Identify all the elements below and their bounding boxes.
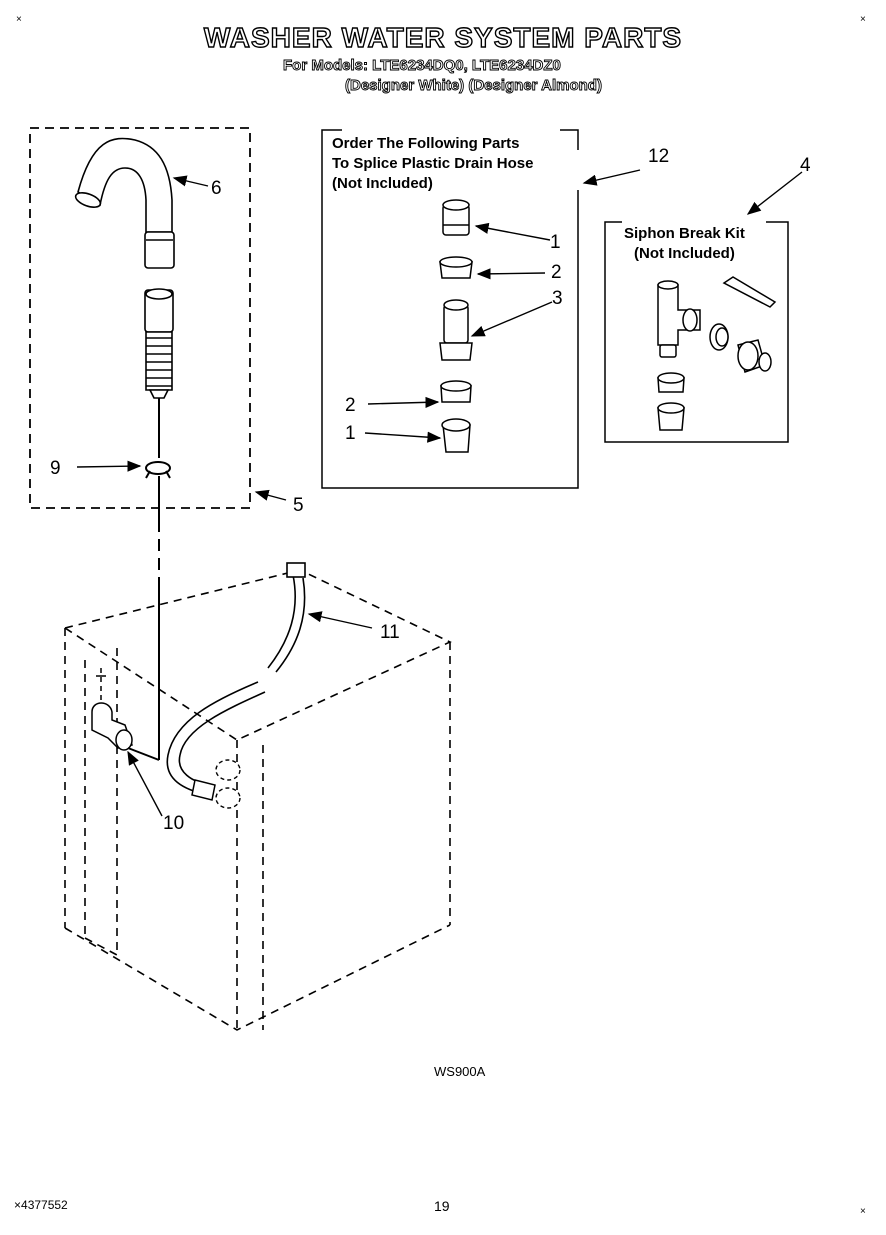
hose-clamp-part (145, 461, 171, 479)
leader-2a (476, 268, 546, 280)
callout-1a: 1 (550, 232, 561, 253)
leader-12 (582, 169, 641, 186)
page-title: WASHER WATER SYSTEM PARTS (203, 21, 683, 53)
corner-mark-bottom-right: × (860, 1206, 866, 1217)
splice-coupling-top (442, 199, 470, 236)
callout-10: 10 (163, 813, 185, 834)
part-number: 4377552 (21, 1198, 68, 1212)
siphon-ring-b (657, 372, 685, 393)
siphon-box-line1: Siphon Break Kit (624, 225, 745, 242)
water-inlet-valves (215, 759, 241, 809)
callout-2b: 2 (345, 395, 356, 416)
siphon-kit-box (604, 221, 789, 443)
splice-box-line3: (Not Included) (332, 175, 433, 192)
washer-cabinet (63, 569, 452, 1031)
designer-line: (Designer White) (Designer Almond) (345, 77, 603, 95)
splice-ring-bottom (440, 380, 472, 403)
callout-11: 11 (380, 622, 400, 643)
splice-box-line1: Order The Following Parts (332, 135, 520, 152)
hose-fitting (191, 779, 216, 801)
footer-part-number: ×4377552 (14, 1198, 68, 1212)
splice-parts-box (321, 129, 579, 489)
callout-1b: 1 (345, 423, 356, 444)
leader-5 (254, 489, 287, 501)
splice-box-line2: To Splice Plastic Drain Hose (332, 155, 534, 172)
callout-2a: 2 (551, 262, 562, 283)
splice-ring-top (439, 256, 473, 279)
splice-connector (439, 299, 473, 361)
splice-coupling-bottom (441, 418, 471, 453)
drain-hose-assembly-box (29, 127, 251, 509)
siphon-box-line2: (Not Included) (634, 245, 735, 262)
inlet-hose-part (166, 562, 306, 796)
splice-box-label: Order The Following Parts To Splice Plas… (332, 134, 533, 194)
figure-code: WS900A (434, 1064, 486, 1079)
leader-9 (76, 460, 142, 472)
leader-3 (470, 301, 553, 337)
callout-9: 9 (50, 458, 61, 479)
callout-4: 4 (800, 155, 811, 176)
callout-5: 5 (293, 495, 304, 516)
leader-6 (172, 175, 209, 187)
leader-1a (474, 222, 551, 241)
callout-12: 12 (648, 146, 670, 167)
siphon-tie-strap (722, 276, 777, 308)
corrugated-hose-part (144, 288, 174, 399)
drain-outlet-elbow-part (91, 668, 133, 751)
leader-11 (307, 611, 373, 629)
siphon-cap (657, 402, 685, 431)
page-number: 19 (434, 1198, 450, 1214)
leader-10 (127, 750, 163, 817)
leader-4 (746, 171, 803, 215)
leader-1b (364, 431, 442, 443)
leader-2b (367, 396, 440, 408)
callout-6: 6 (211, 178, 222, 199)
siphon-box-label: Siphon Break Kit (Not Included) (624, 224, 745, 264)
corner-mark-top-right: × (860, 14, 866, 25)
callout-3: 3 (552, 288, 563, 309)
siphon-coupling (737, 339, 772, 373)
models-line: For Models: LTE6234DQ0, LTE6234DZ0 (283, 57, 562, 75)
siphon-tee-part (657, 280, 701, 358)
corner-mark-top-left: × (16, 14, 22, 25)
siphon-ring-a (709, 323, 729, 351)
drain-hose-hook-part (74, 137, 175, 269)
footer-corner-mark: × (14, 1198, 22, 1212)
